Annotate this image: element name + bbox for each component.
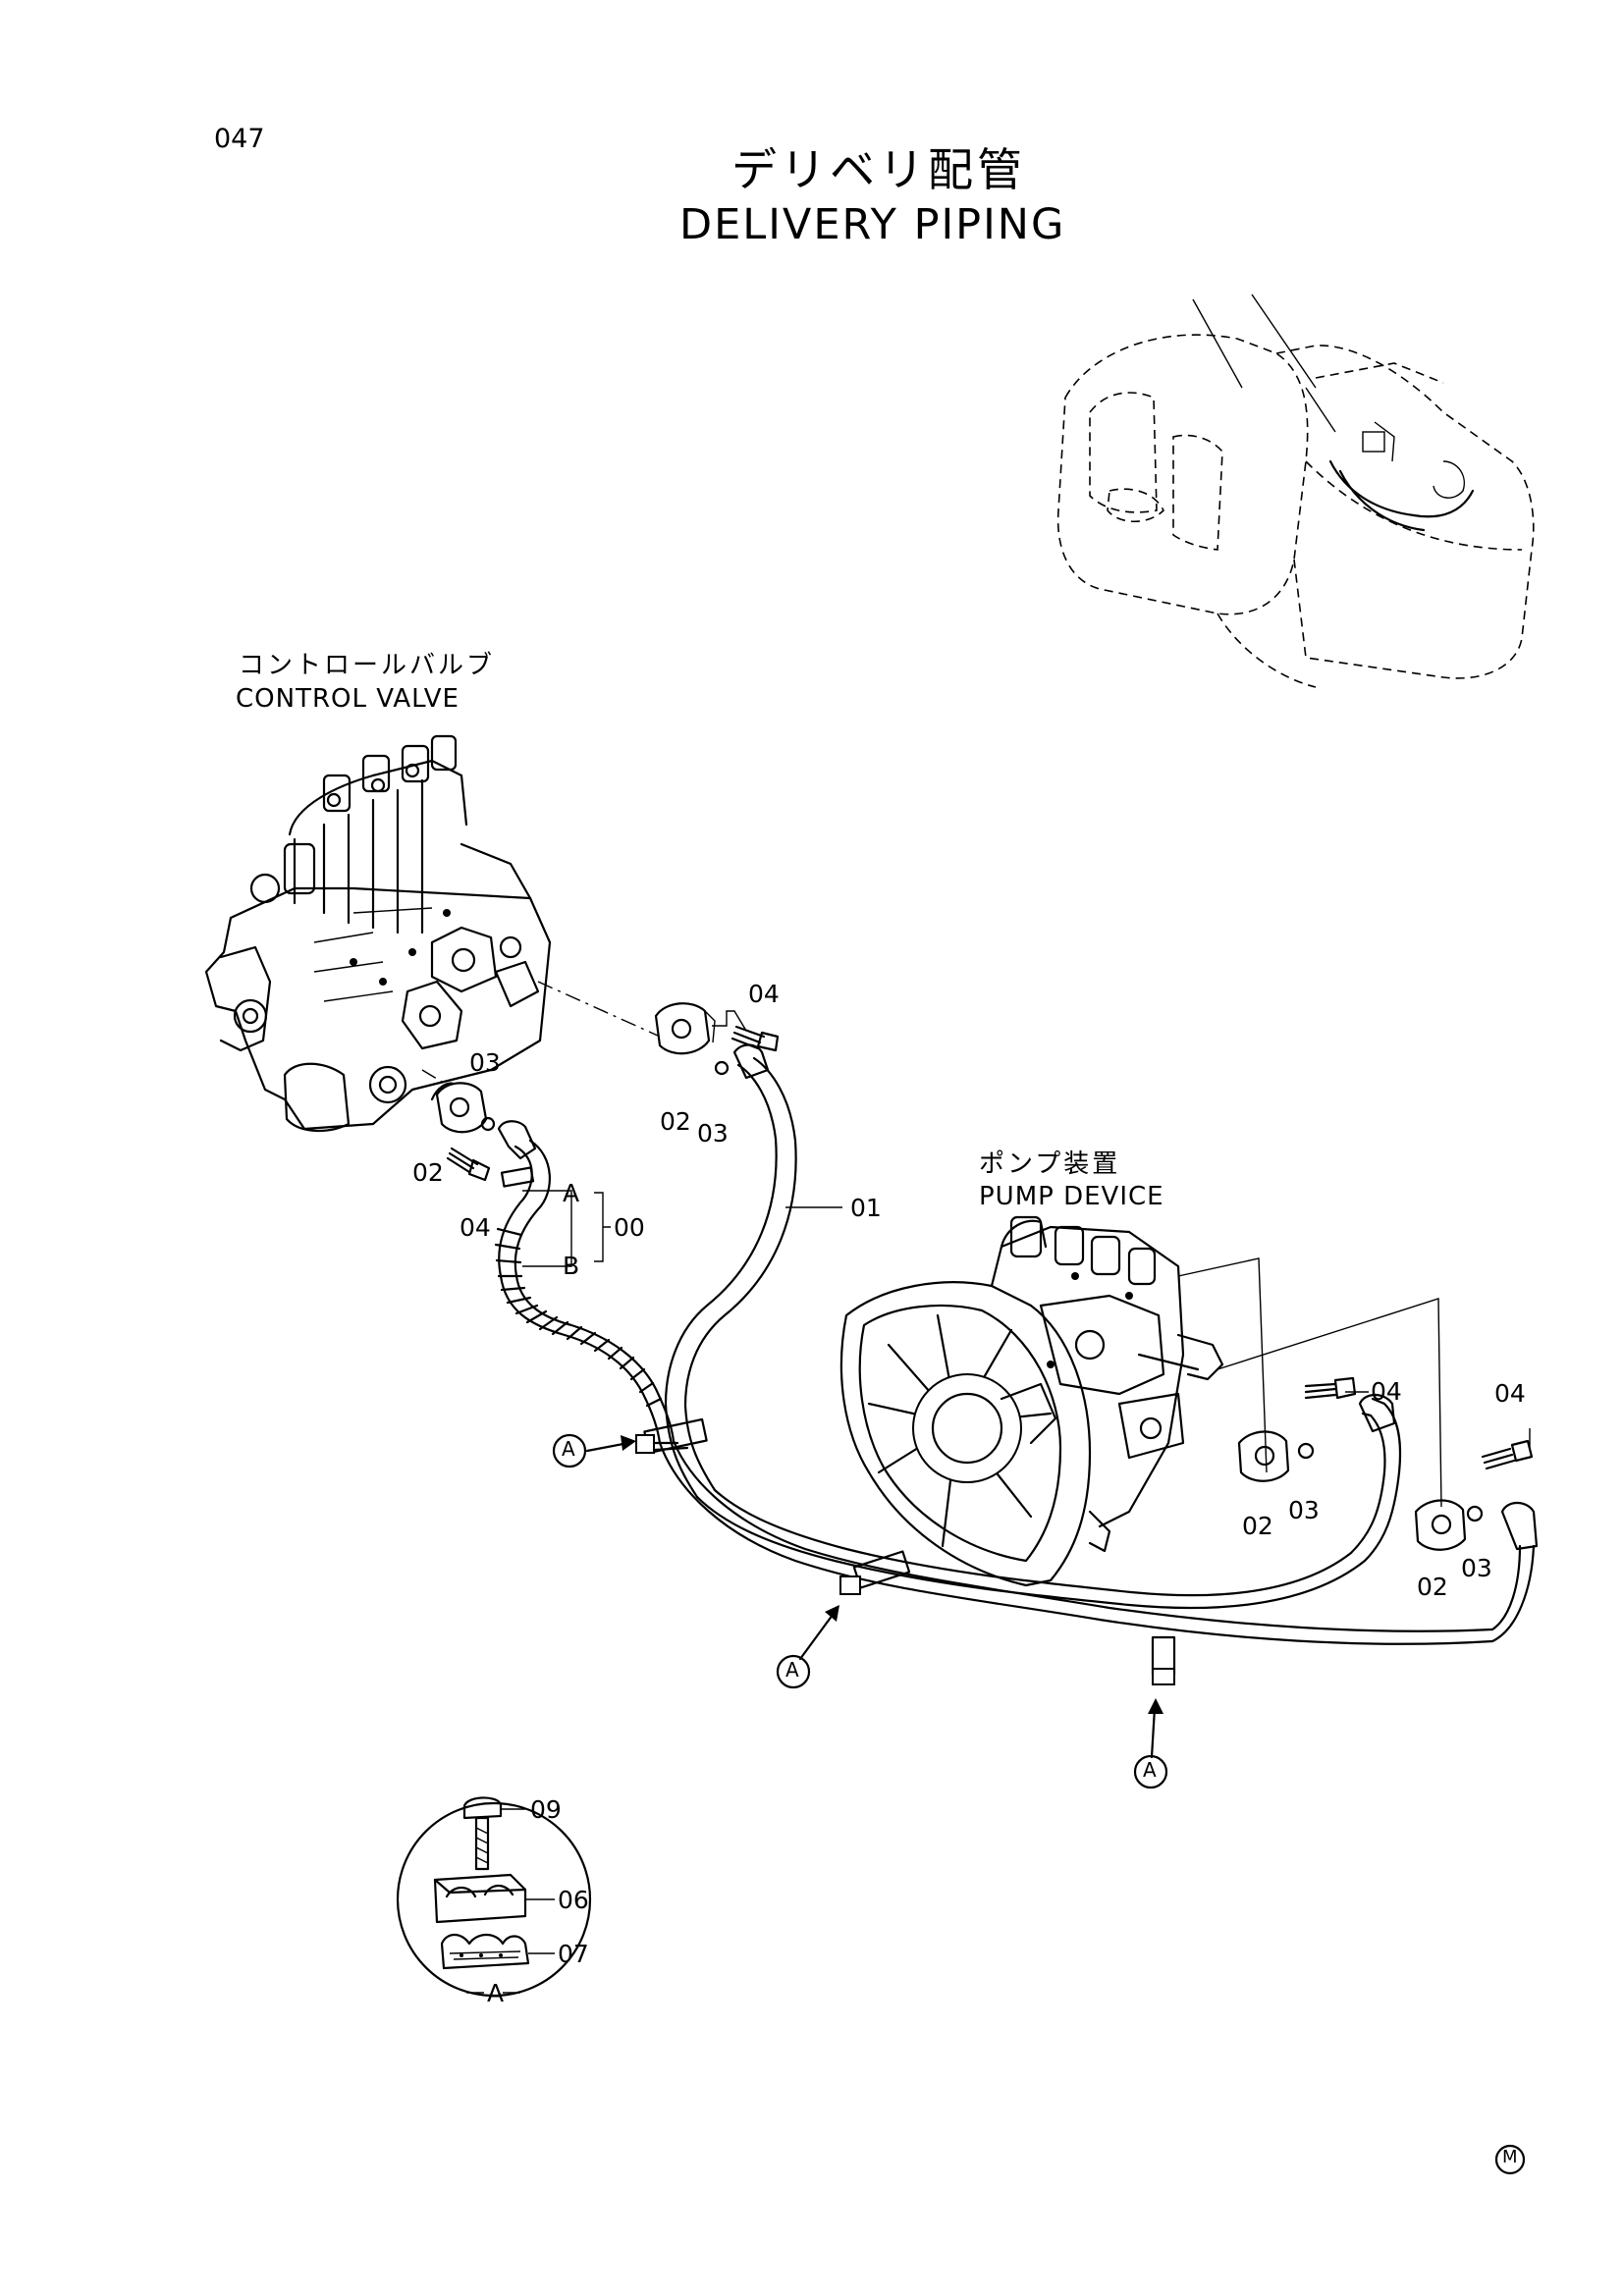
clamp-arrow-2-line [798, 1613, 835, 1661]
clamp-arrow-3 [1148, 1698, 1163, 1714]
callout-04-valve: 04 [748, 980, 780, 1008]
clamp-ref-circle-1 [552, 1433, 587, 1468]
callout-02-valve-left: 02 [412, 1158, 444, 1187]
clamp-ref-label-3: A [1143, 1758, 1157, 1782]
manufacturer-mark: M [1502, 2147, 1518, 2167]
bolt-04-left [446, 1147, 491, 1182]
o-ring-03-pump-2 [1466, 1505, 1484, 1522]
clamp-ref-circle-2 [776, 1654, 811, 1689]
callout-03-valve-right: 03 [697, 1119, 729, 1148]
o-ring-03-pump-1 [1297, 1442, 1315, 1460]
split-flange-02-pump-2 [1414, 1499, 1467, 1551]
callout-04-valve-left: 04 [460, 1213, 491, 1242]
pump-device-label: PUMP DEVICE [979, 1182, 1164, 1211]
clamp-arrow-2 [825, 1605, 839, 1622]
page-title-japanese: デリベリ配管 [731, 143, 1026, 196]
manufacturer-mark-circle [1494, 2144, 1526, 2175]
callout-03-pump-2: 03 [1461, 1554, 1492, 1582]
callout-03-valve-left: 03 [469, 1048, 501, 1077]
callout-03-pump-1: 03 [1288, 1496, 1320, 1524]
hose-assembly-00 [494, 1139, 676, 1445]
callout-hose-b: B [563, 1252, 580, 1280]
callout-06: 06 [558, 1886, 589, 1914]
clamp-arrow-1 [621, 1435, 636, 1451]
callout-02-pump-1: 02 [1242, 1512, 1273, 1540]
clamp-ref-circle-3 [1133, 1754, 1168, 1789]
page-title: DELIVERY PIPING [679, 200, 1066, 249]
split-flange-02-pump-1 [1237, 1430, 1290, 1482]
control-valve-label: CONTROL VALVE [236, 684, 460, 714]
callout-04-pump-2: 04 [1494, 1379, 1526, 1408]
callout-04-pump-1: 04 [1371, 1377, 1402, 1406]
bolt-04-pump-2 [1481, 1439, 1534, 1470]
pipe-clamp-2 [839, 1550, 911, 1595]
o-ring-03-right [714, 1060, 730, 1076]
control-valve-label-jp: コントロールバルブ [239, 651, 496, 680]
callout-01: 01 [850, 1194, 882, 1222]
clamp-arrow-3-line [1150, 1706, 1157, 1759]
split-flange-02-left [430, 1082, 488, 1134]
pump-device [839, 1215, 1224, 1587]
callout-09: 09 [530, 1795, 562, 1824]
clamp-ref-label-1: A [562, 1437, 575, 1461]
pipe-clamp-3 [1151, 1635, 1176, 1685]
pump-device-label-jp: ポンプ装置 [979, 1149, 1121, 1179]
control-valve [204, 734, 552, 1133]
detail-a-label: A [487, 1979, 505, 2007]
clamp-arrow-1-line [585, 1441, 630, 1453]
delivery-pipes-to-pump [658, 1397, 1536, 1645]
callout-02-pump-2: 02 [1417, 1573, 1448, 1601]
hose-01 [664, 1043, 797, 1499]
pipe-clamp-1 [635, 1417, 708, 1455]
callout-02-valve-right: 02 [660, 1107, 691, 1136]
bolt-04-pump-1 [1304, 1376, 1357, 1400]
page-number: 047 [214, 124, 265, 154]
callout-07: 07 [558, 1940, 589, 1968]
callout-00: 00 [614, 1213, 645, 1242]
o-ring-03-left [480, 1116, 496, 1132]
split-flange-02-right [654, 1002, 716, 1055]
clamp-ref-label-2: A [785, 1658, 799, 1682]
detail-a-clamp [396, 1796, 592, 1998]
callout-hose-a: A [563, 1179, 580, 1207]
excavator-location-thumbnail [1056, 294, 1535, 688]
